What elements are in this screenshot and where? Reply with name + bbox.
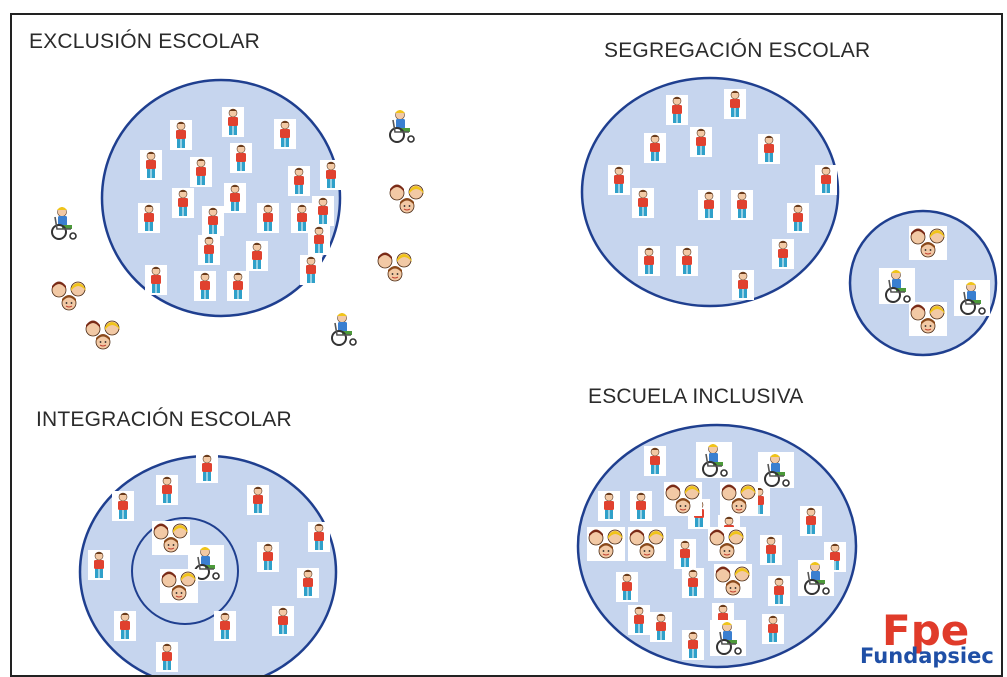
diagram-frame: Fpe EXCLUSIÓN ESCOLAR SEGREGACIÓN ESCOLA… bbox=[10, 13, 1003, 677]
integration-panel bbox=[78, 453, 338, 675]
fundapsiec-logo: Fpe bbox=[882, 606, 969, 655]
segregation-title: SEGREGACIÓN ESCOLAR bbox=[604, 39, 871, 62]
integration-title: INTEGRACIÓN ESCOLAR bbox=[36, 408, 292, 431]
inclusion-panel bbox=[576, 423, 858, 669]
segregation-panel bbox=[580, 76, 998, 357]
logo-mark: Fpe bbox=[882, 606, 969, 655]
exclusion-panel bbox=[45, 78, 426, 352]
logo-name: Fundapsiec bbox=[860, 644, 994, 668]
diagram-canvas: Fpe bbox=[45, 76, 998, 675]
exclusion-title: EXCLUSIÓN ESCOLAR bbox=[29, 30, 260, 53]
inclusion-title: ESCUELA INCLUSIVA bbox=[588, 385, 804, 408]
special-school-circle bbox=[848, 209, 998, 357]
